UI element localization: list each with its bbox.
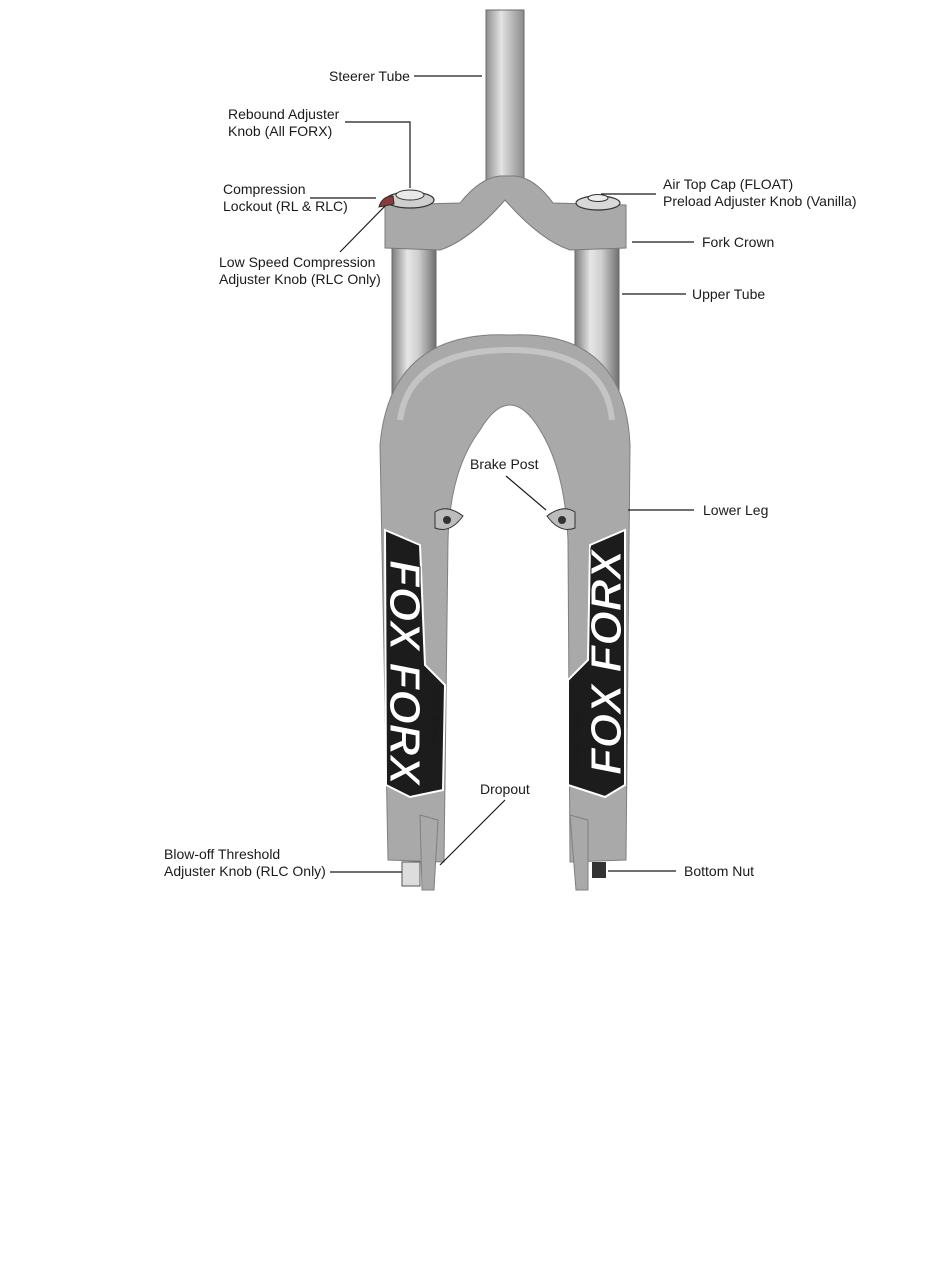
dropout-right <box>569 814 589 891</box>
brand-small-left: FOX FORX <box>428 690 440 747</box>
decal-left <box>383 528 447 799</box>
label-bottom-nut: Bottom Nut <box>684 863 754 879</box>
label-compression-1: Compression <box>223 181 305 197</box>
label-fork-crown: Fork Crown <box>702 234 774 250</box>
label-brake-post: Brake Post <box>470 456 539 472</box>
brand-small-right: FOX FORX <box>571 708 583 765</box>
label-dropout: Dropout <box>480 781 530 797</box>
label-steerer-tube: Steerer Tube <box>329 68 410 84</box>
preload-knob-top <box>587 194 609 202</box>
leader-dropout <box>439 799 506 866</box>
compression-lockout-lever <box>378 195 395 208</box>
bottom-nut <box>592 862 606 878</box>
label-blowoff-2: Adjuster Knob (RLC Only) <box>164 863 326 879</box>
label-lower-leg: Lower Leg <box>703 502 768 518</box>
steerer-tube <box>485 9 525 181</box>
leader-rebound <box>345 121 411 188</box>
fork-crown <box>384 175 627 251</box>
label-upper-tube: Upper Tube <box>692 286 765 302</box>
label-compression-2: Lockout (RL & RLC) <box>223 198 348 214</box>
brake-post-left-bolt <box>443 516 451 524</box>
arch-highlight <box>397 346 615 421</box>
dropout-left <box>419 814 439 891</box>
label-low-speed-1: Low Speed Compression <box>219 254 375 270</box>
brand-large-right: FOX FORX <box>582 547 631 775</box>
label-low-speed-2: Adjuster Knob (RLC Only) <box>219 271 381 287</box>
blowoff-adjuster-knob <box>401 861 421 887</box>
leader-brake-post <box>505 475 547 511</box>
brand-large-left: FOX FORX <box>380 560 429 788</box>
label-blowoff-1: Blow-off Threshold <box>164 846 280 862</box>
rebound-knob-top <box>395 189 425 201</box>
leader-low-speed <box>339 205 386 253</box>
label-rebound-2: Knob (All FORX) <box>228 123 332 139</box>
label-rebound-1: Rebound Adjuster <box>228 106 340 122</box>
label-air-top-1: Air Top Cap (FLOAT) <box>663 176 793 192</box>
brake-post-right-bolt <box>558 516 566 524</box>
label-air-top-2: Preload Adjuster Knob (Vanilla) <box>663 193 857 209</box>
decal-right <box>567 528 626 799</box>
